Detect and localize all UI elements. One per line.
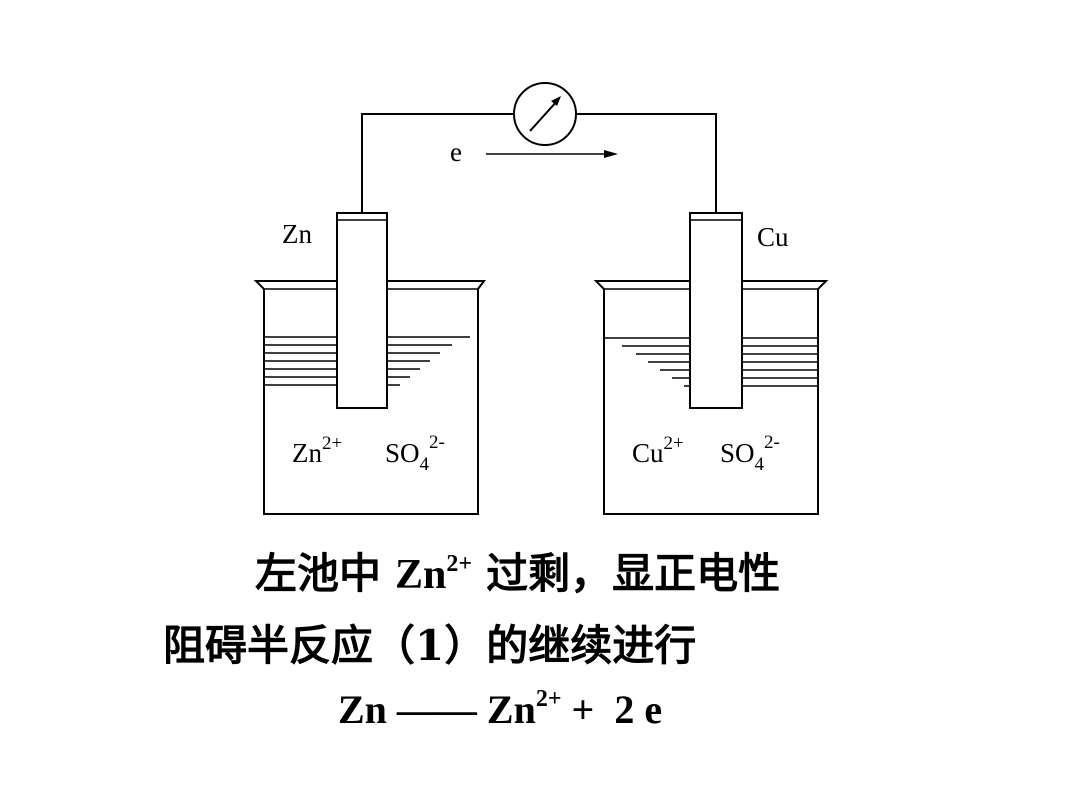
explanation-line-2: 阻碍半反应（1）的继续进行 <box>163 621 697 670</box>
right-cation-label: Cu2+ <box>632 433 684 468</box>
explanation-line-1-end: 过剩，显正电性 <box>486 549 781 598</box>
zn-ion-text: Zn2+ <box>395 551 473 598</box>
cu-electrode-label: Cu <box>757 222 789 252</box>
explanation-line-1-start: 左池中 <box>255 549 382 598</box>
electron-flow-arrow <box>486 150 618 158</box>
wire <box>361 113 717 213</box>
cu-electrode <box>689 212 743 409</box>
right-anion-label: SO42- <box>720 432 780 475</box>
zn-electrode-label: Zn <box>282 219 312 249</box>
electron-label: e <box>450 137 462 167</box>
explanation-line-1: 左池中 Zn2+ 过剩，显正电性 <box>255 540 780 601</box>
galvanometer <box>513 82 577 146</box>
left-cation-label: Zn2+ <box>292 433 342 468</box>
zn-electrode <box>336 212 388 409</box>
galvanic-cell-diagram: e Zn Cu Zn2+ SO42- Cu2+ SO42- <box>253 82 829 515</box>
left-anion-label: SO42- <box>385 432 445 475</box>
half-reaction-equation: Zn —— Zn2+ + 2 e <box>338 686 663 732</box>
